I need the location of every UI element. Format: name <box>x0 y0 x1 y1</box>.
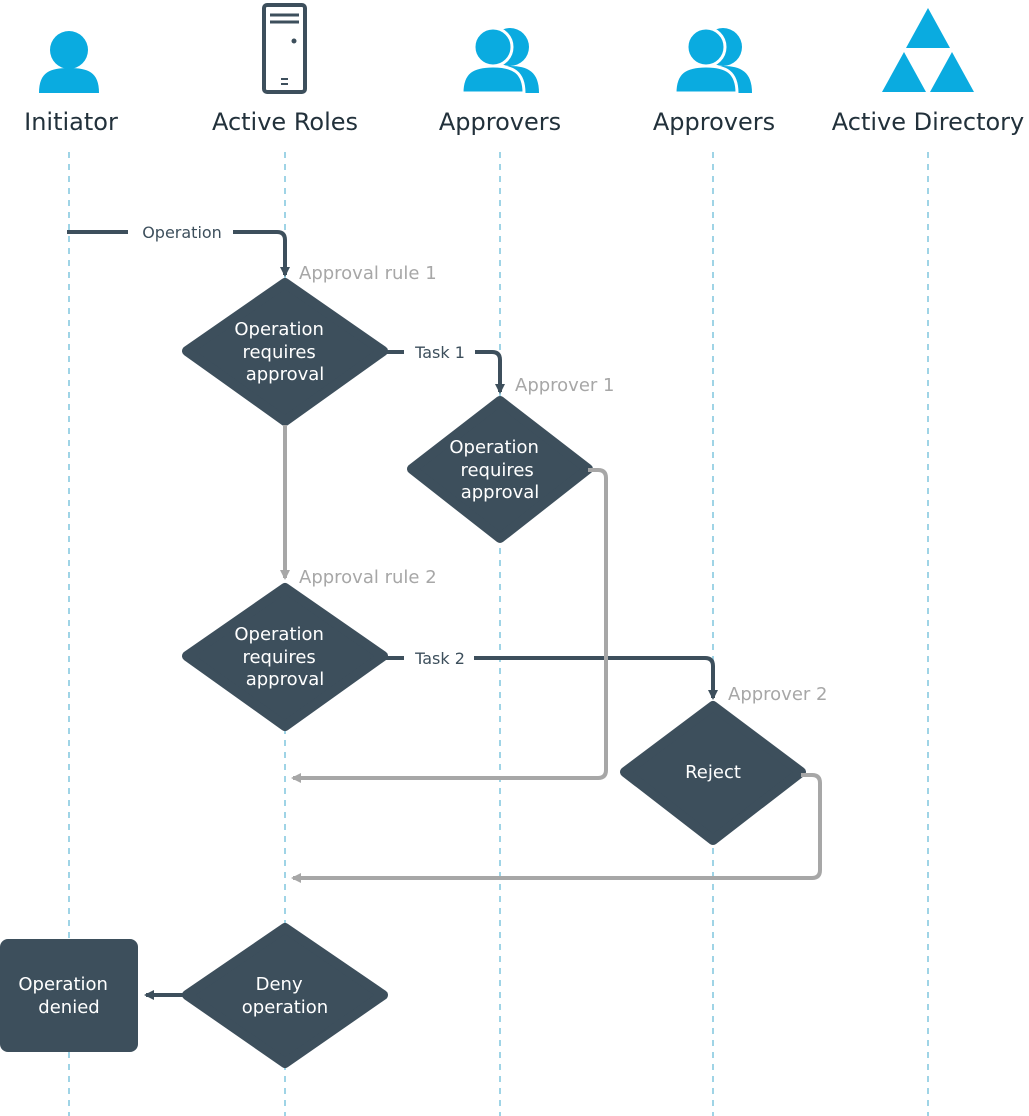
deny-line-2: operation <box>242 997 328 1018</box>
reject-text: Reject <box>685 762 741 783</box>
person-icon <box>39 31 99 93</box>
rule2-decision-diamond <box>182 583 388 731</box>
rule2-line-1: Operation <box>234 624 324 645</box>
rule1-line-1: Operation <box>234 319 324 340</box>
lifelines <box>68 152 929 1116</box>
lane-title-initiator: Initiator <box>24 108 118 136</box>
operation-denied-box <box>0 939 138 1052</box>
reject-return-arrow <box>291 773 822 883</box>
denied-line-1: Operation <box>18 974 108 995</box>
approver1-return-arrow <box>291 468 608 783</box>
rule1-line-2: requires <box>242 342 315 363</box>
approver-2-label: Approver 2 <box>728 684 827 705</box>
task2-arrow <box>383 656 713 698</box>
lane-title-active-directory: Active Directory <box>832 108 1024 136</box>
rule1-decision-text: Operation requires approval <box>234 319 329 385</box>
server-icon <box>262 3 307 94</box>
operation-denied-text: Operation denied <box>18 974 113 1018</box>
approver1-decision-text: Operation requires approval <box>449 437 544 503</box>
operation-label: Operation <box>142 223 222 242</box>
active-directory-triangle-icon <box>882 8 974 92</box>
deny-operation-diamond <box>182 923 388 1068</box>
lane-title-active-roles: Active Roles <box>212 108 358 136</box>
approver1-line-1: Operation <box>449 437 539 458</box>
lane-title-approvers-1: Approvers <box>439 108 561 136</box>
rule1-decision-diamond <box>182 278 388 426</box>
denied-line-2: denied <box>38 997 99 1018</box>
approver1-decision-diamond <box>407 396 593 543</box>
approval-rule-2-label: Approval rule 2 <box>299 567 437 588</box>
reject-decision-diamond <box>620 701 806 845</box>
task2-label: Task 2 <box>414 649 465 668</box>
rule2-line-2: requires <box>242 647 315 668</box>
approver-1-label: Approver 1 <box>515 375 614 396</box>
deny-line-1: Deny <box>256 974 303 995</box>
user-group-icon <box>673 26 752 95</box>
approval-rule-1-label: Approval rule 1 <box>299 263 437 284</box>
rule2-decision-text: Operation requires approval <box>234 624 329 690</box>
deny-operation-text: Deny operation <box>242 974 328 1018</box>
approver1-line-3: approval <box>461 482 540 503</box>
user-group-icon <box>460 26 539 95</box>
task1-label: Task 1 <box>414 343 465 362</box>
approver1-line-2: requires <box>460 460 533 481</box>
task1-arrow <box>383 350 500 392</box>
rule2-line-3: approval <box>246 669 325 690</box>
lane-title-approvers-2: Approvers <box>653 108 775 136</box>
rule1-line-3: approval <box>246 364 325 385</box>
operation-arrow <box>67 230 285 275</box>
